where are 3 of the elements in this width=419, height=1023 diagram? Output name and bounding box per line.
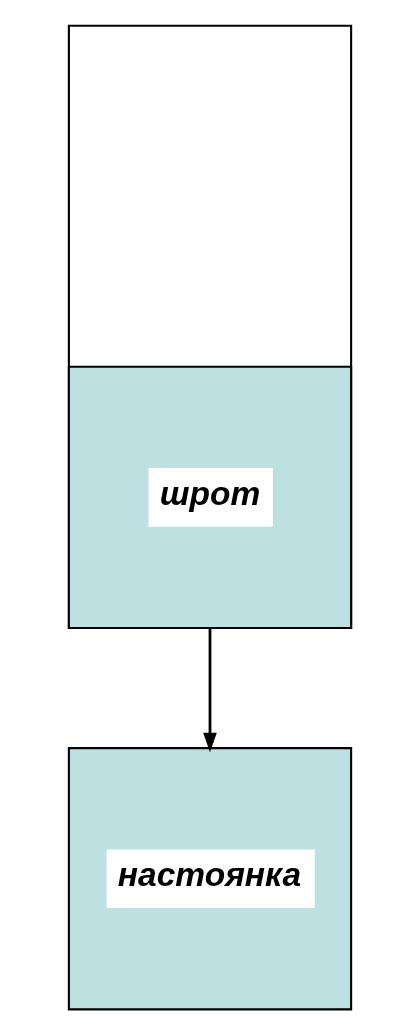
node-box: шрот xyxy=(67,365,352,629)
arrow xyxy=(202,627,217,752)
node-box: настоянка xyxy=(67,746,352,1010)
